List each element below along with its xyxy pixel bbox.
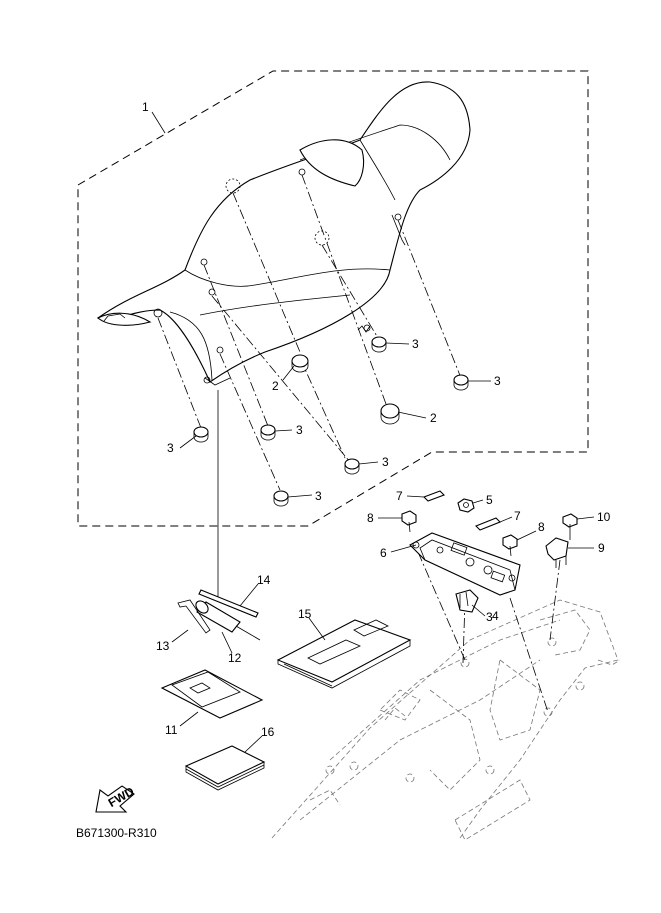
callout-3: 3 [486,610,493,624]
callout-2: 2 [430,411,437,425]
tool-kit [177,589,261,641]
leader-lines [151,111,595,753]
callout-2: 2 [272,379,279,393]
callouts: 1 2 2 3 3 3 3 3 3 3 5 6 7 7 8 8 9 10 11 … [142,100,611,739]
damper-3f [273,490,289,507]
rear-frame [271,599,621,841]
fwd-label: FWD [106,784,137,810]
callout-11: 11 [165,723,178,737]
callout-15: 15 [298,607,312,621]
document-16 [184,745,266,791]
callout-10: 10 [597,510,611,524]
callout-3: 3 [296,423,303,437]
tool-bag-11 [160,669,264,719]
callout-7: 7 [396,489,403,503]
seat-bracket [409,532,521,596]
callout-3: 3 [412,337,419,351]
fwd-arrow-icon: FWD [95,784,137,813]
callout-5: 5 [486,493,493,507]
bolt-10 [562,513,578,540]
reference-code: B671300-R310 [76,826,157,840]
callout-9: 9 [598,541,605,555]
callout-3: 3 [167,441,174,455]
damper-3e [344,458,360,475]
callout-7: 7 [514,509,521,523]
damper-2b [380,403,400,425]
damper-2a [291,354,309,373]
callout-3: 3 [315,489,322,503]
callout-1: 1 [142,100,149,114]
damper-3a [371,336,387,353]
damper-3b [453,374,469,391]
assembly-boundary [77,70,589,527]
damper-3c [193,426,209,443]
callout-8: 8 [367,511,374,525]
dampers [193,336,469,507]
seat [96,81,471,386]
callout-8: 8 [538,520,545,534]
seat-lock [455,589,479,613]
callout-14: 14 [257,573,271,587]
holder-9 [545,537,569,568]
callout-16: 16 [261,725,275,739]
nut-5 [457,498,475,513]
damper-3d [260,424,276,441]
owners-manual-15 [276,619,412,689]
bolts-8 [401,510,518,557]
callout-13: 13 [156,639,170,653]
callout-12: 12 [228,651,242,665]
callout-6: 6 [380,546,387,560]
alignment-lines [157,174,561,713]
callout-3: 3 [382,455,389,469]
callout-4: 4 [492,609,499,623]
callout-3: 3 [494,374,501,388]
